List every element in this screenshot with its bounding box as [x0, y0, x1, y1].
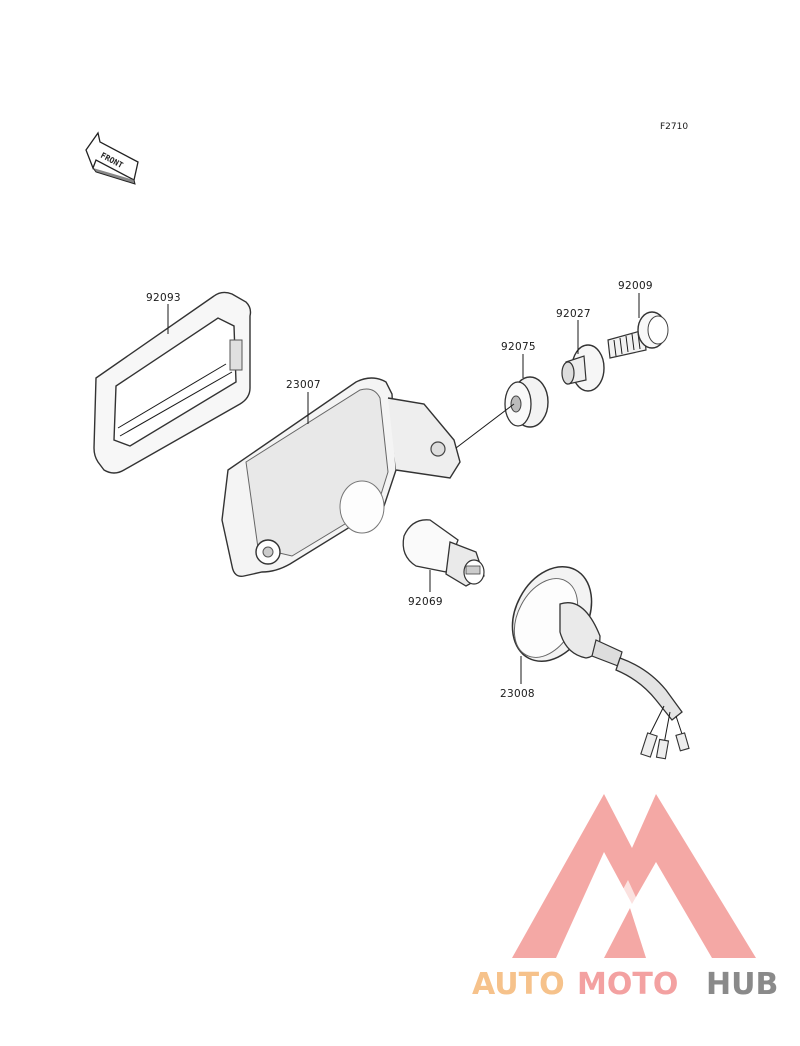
front-arrow-icon: FRONT [85, 131, 139, 185]
watermark-logo-icon [512, 794, 756, 958]
part-label-23008: 23008 [500, 688, 535, 700]
part-label-92093: 92093 [146, 292, 181, 304]
part-23007-housing [221, 377, 461, 577]
part-label-92075: 92075 [501, 341, 536, 353]
part-92027-collar [561, 344, 605, 392]
watermark-hub: HUB [706, 967, 778, 1002]
part-23008-lamp-unit [511, 565, 690, 760]
part-label-92009: 92009 [618, 280, 653, 292]
part-label-92027: 92027 [556, 308, 591, 320]
watermark-text: AUTO MOTO HUB [472, 967, 778, 1002]
watermark-moto: MOTO [577, 967, 678, 1002]
part-label-92069: 92069 [408, 596, 443, 608]
part-92075-grommet [504, 376, 549, 428]
part-92093-frame [93, 291, 252, 474]
part-92009-bolt [607, 311, 669, 359]
part-92069-bulb [402, 519, 485, 587]
watermark-auto: AUTO [472, 967, 565, 1002]
diagram-code: F2710 [660, 122, 688, 132]
part-label-23007: 23007 [286, 379, 321, 391]
